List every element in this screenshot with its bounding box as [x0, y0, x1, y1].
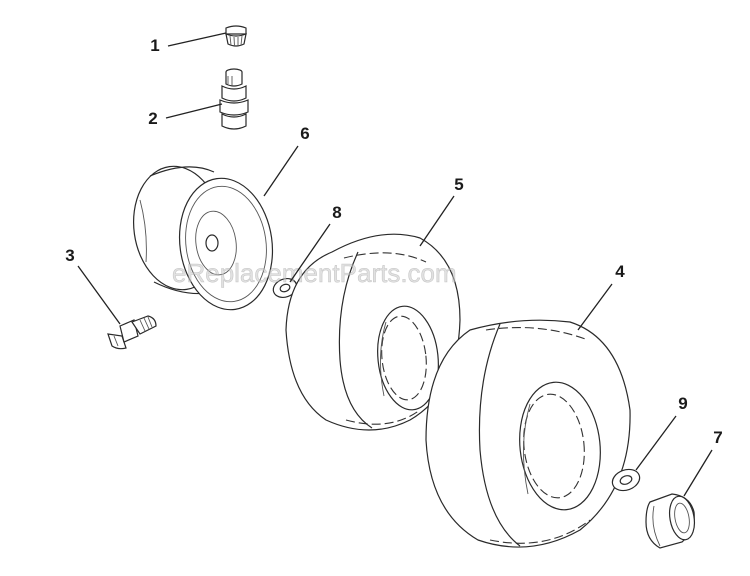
callout-2: 2	[148, 103, 223, 128]
tire-front-drawing	[285, 233, 461, 431]
callout-7: 7	[683, 428, 723, 497]
callout-number-5: 5	[454, 175, 463, 194]
callout-1: 1	[150, 32, 227, 55]
callout-9: 9	[635, 394, 688, 471]
callout-number-8: 8	[332, 203, 341, 222]
callout-number-1: 1	[150, 36, 159, 55]
callout-8: 8	[289, 203, 342, 283]
callout-number-4: 4	[615, 262, 625, 281]
callout-number-7: 7	[713, 428, 722, 447]
wheel-rim-drawing	[132, 165, 274, 311]
callout-6: 6	[263, 124, 310, 197]
callout-number-3: 3	[65, 246, 74, 265]
callout-5: 5	[419, 175, 464, 247]
valve-stem-drawing	[219, 68, 249, 130]
callout-number-9: 9	[678, 394, 687, 413]
callout-4: 4	[577, 262, 625, 331]
watermark-text: eReplacementParts.com	[172, 258, 457, 288]
valve-cap-drawing	[225, 25, 247, 47]
tire-rear-drawing	[425, 319, 631, 548]
bolt-drawing	[107, 315, 157, 350]
callout-number-2: 2	[148, 109, 157, 128]
washer-small-drawing	[611, 468, 641, 492]
callout-3: 3	[65, 246, 121, 325]
callout-number-6: 6	[300, 124, 309, 143]
bushing-drawing	[645, 493, 696, 549]
